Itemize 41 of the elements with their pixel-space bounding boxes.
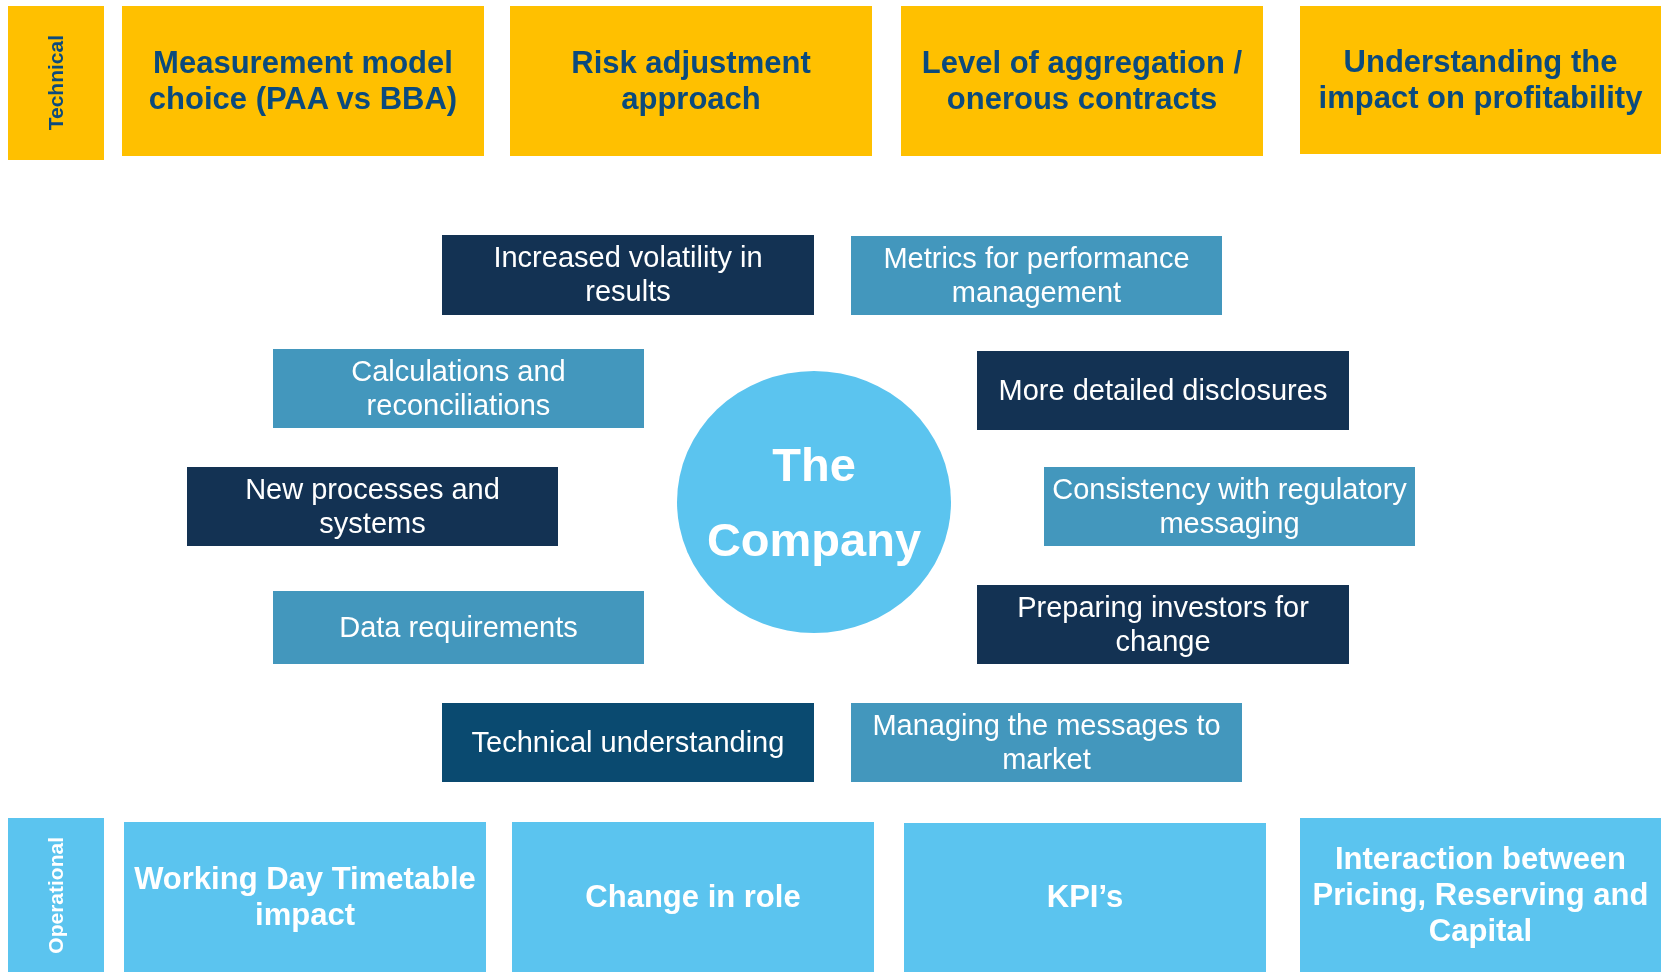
- issue-label: Technical understanding: [471, 725, 785, 760]
- issue-box: [273, 591, 644, 664]
- issue-label: New processes and systems: [244, 472, 501, 541]
- topic-label: KPI’s: [1046, 879, 1124, 916]
- topic-box: [901, 6, 1263, 156]
- issue-box: [851, 236, 1222, 315]
- issue-box: [442, 235, 814, 315]
- topic-box: [122, 6, 484, 156]
- topic-box: [1300, 6, 1661, 154]
- issue-label: Calculations and reconciliations: [350, 354, 567, 423]
- band-label: Technical: [43, 35, 68, 131]
- category-band: [8, 818, 104, 972]
- issue-box: [977, 585, 1349, 664]
- topic-label: Working Day Timetable impact: [133, 860, 477, 934]
- topic-label: Interaction between Pricing, Reserving and Capital: [1311, 840, 1650, 950]
- issue-label: Consistency with regulatory messaging: [1052, 472, 1407, 541]
- topic-box: [904, 823, 1266, 972]
- issue-label: Preparing investors for change: [1016, 590, 1310, 659]
- issue-label: Metrics for performance management: [882, 241, 1191, 310]
- topic-box: [512, 822, 874, 972]
- topic-label: Risk adjustment approach: [570, 44, 812, 118]
- issue-box: [442, 703, 814, 782]
- band-label: Operational: [43, 836, 68, 954]
- topic-label: Understanding the impact on profitability: [1317, 43, 1644, 117]
- issue-box: [977, 351, 1349, 430]
- issue-label: Managing the messages to market: [871, 708, 1222, 777]
- topic-box: [510, 6, 872, 156]
- topic-label: Measurement model choice (PAA vs BBA): [147, 44, 459, 118]
- topic-box: [1300, 818, 1661, 972]
- issue-box: [1044, 467, 1415, 546]
- topic-box: [124, 822, 486, 972]
- issue-box: [851, 703, 1242, 782]
- center-label: The Company: [705, 436, 923, 568]
- topic-label: Change in role: [585, 878, 801, 916]
- category-band: [8, 6, 104, 160]
- issue-label: Data requirements: [339, 610, 578, 645]
- issue-box: [187, 467, 558, 546]
- topic-label: Level of aggregation / onerous contracts: [920, 44, 1244, 118]
- issue-label: Increased volatility in results: [492, 241, 764, 309]
- issue-label: More detailed disclosures: [998, 373, 1328, 408]
- issue-box: [273, 349, 644, 428]
